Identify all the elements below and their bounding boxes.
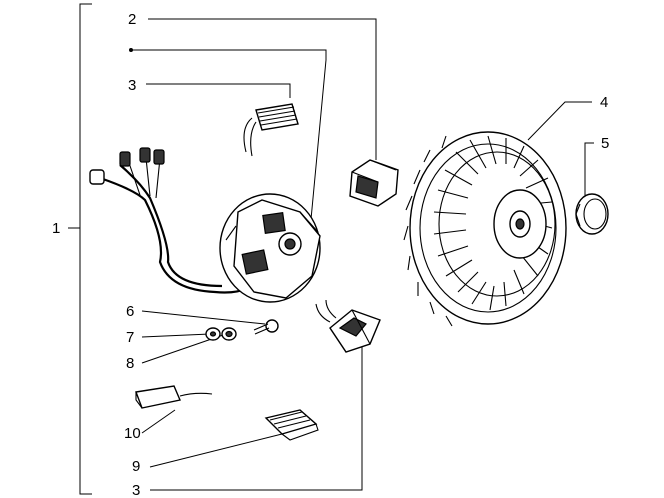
- callout-1: 1: [52, 220, 60, 237]
- leader-lines: [129, 18, 594, 491]
- callout-3-bottom: 3: [132, 482, 140, 498]
- callout-3-top: 3: [128, 77, 136, 94]
- wiring-harness: [89, 147, 249, 294]
- washer: [205, 327, 221, 341]
- pickup-coil-bottom: [264, 409, 319, 441]
- assembly-bracket: [68, 3, 92, 495]
- callout-10: 10: [124, 425, 141, 442]
- callout-2: 2: [128, 11, 136, 28]
- screw: [253, 319, 279, 335]
- callout-9: 9: [132, 458, 140, 475]
- callout-7: 7: [126, 329, 134, 346]
- flywheel-fan: [403, 131, 567, 327]
- pickup-coil-top: [243, 103, 299, 157]
- callout-6: 6: [126, 303, 134, 320]
- callout-4: 4: [600, 94, 608, 111]
- coil-with-leads: [315, 299, 381, 353]
- connector-block: [135, 385, 213, 409]
- coil-block: [349, 159, 399, 207]
- nut: [221, 327, 237, 341]
- cover-cap: [575, 193, 609, 235]
- stator-plate: [219, 193, 321, 303]
- callout-5: 5: [601, 135, 609, 152]
- callout-8: 8: [126, 355, 134, 372]
